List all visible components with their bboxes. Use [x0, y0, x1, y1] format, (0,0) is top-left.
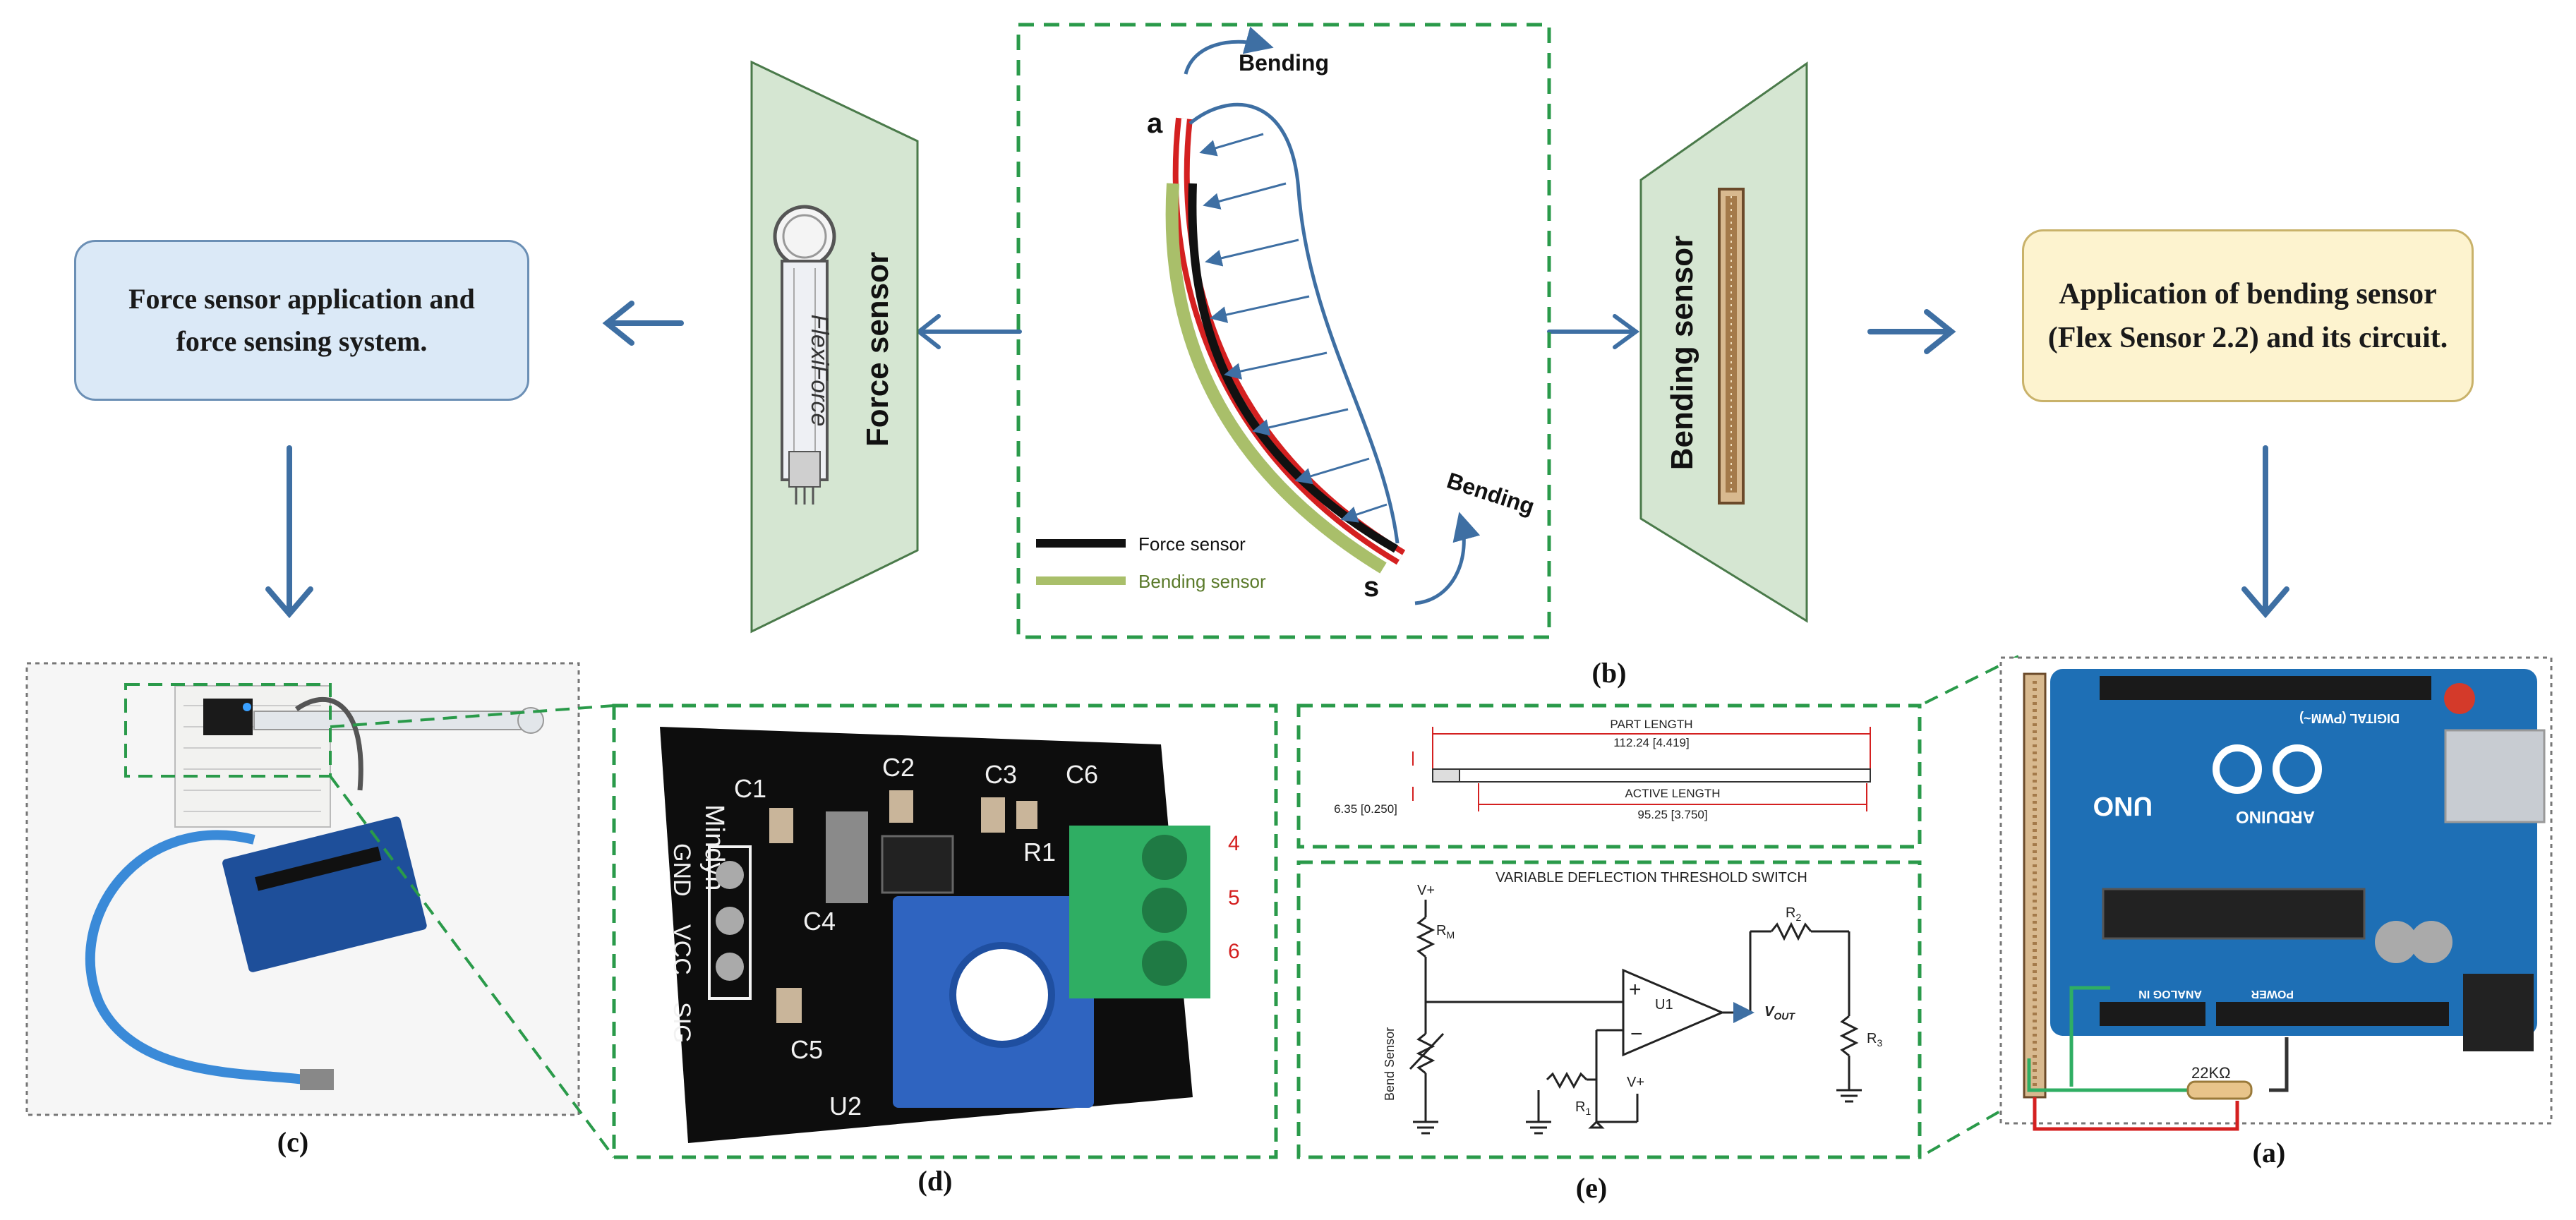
- arduino-logo: [2213, 744, 2322, 794]
- caption-d: (d): [917, 1165, 953, 1197]
- power-label: POWER: [2251, 988, 2294, 1000]
- component-label-u2: U2: [829, 1092, 862, 1121]
- legend-force-text: Force sensor: [1138, 533, 1246, 555]
- arrow-to-bend-panel-head: [1613, 314, 1640, 349]
- caption-c: (c): [277, 1126, 309, 1158]
- u1-label: U1: [1655, 997, 1673, 1013]
- arrow-down-left-head: [265, 586, 313, 619]
- flex-sensor-outline: [1432, 768, 1871, 783]
- part-length-value: 112.24 [4.419]: [1613, 736, 1689, 749]
- force-sensor-panel: FlexiForce Force sensor: [750, 60, 919, 634]
- reset-button: [2444, 683, 2475, 714]
- terminal-number: 6: [1228, 940, 1240, 963]
- panel-a: UNO ARDUINO DIGITAL (PWM~) ANALOG IN POW…: [1999, 656, 2553, 1131]
- component-label-c6: C6: [1066, 760, 1098, 789]
- flow-arrows: [265, 301, 2289, 619]
- rm-label: RM: [1436, 923, 1455, 941]
- arrow-to-force-box-head: [602, 301, 634, 346]
- flex-sensor-strip-icon: [1718, 188, 1745, 505]
- panel-b-frame: [1016, 23, 1551, 639]
- component-label-c1: C1: [734, 774, 766, 803]
- circuit-title: VARIABLE DEFLECTION THRESHOLD SWITCH: [1495, 870, 1807, 886]
- bending-application-box: Application of bending sensor (Flex Sens…: [2022, 229, 2474, 402]
- callout-lines: [124, 655, 2019, 1159]
- part-length-label: PART LENGTH: [1610, 718, 1692, 731]
- force-sensor-label: Force sensor: [860, 252, 895, 447]
- vplus-top: V+: [1417, 883, 1435, 898]
- flexiforce-text: FlexiForce: [806, 315, 833, 427]
- r3-label: R3: [1867, 1031, 1882, 1049]
- external-flex-sensor: [2023, 672, 2047, 1099]
- bending-application-text: Application of bending sensor (Flex Sens…: [2047, 277, 2448, 354]
- screw-terminal: [1069, 826, 1210, 998]
- bending-label-bottom: Bending: [1444, 467, 1538, 519]
- panel-c-photo: [25, 662, 580, 1116]
- pressure-profile-curve: [1188, 103, 1400, 544]
- arrow-to-bend-box-head: [1924, 309, 1956, 354]
- digital-label: DIGITAL (PWM~): [2299, 711, 2400, 725]
- plus-sign: +: [1629, 978, 1642, 1001]
- force-application-text: Force sensor application and force sensi…: [128, 283, 475, 357]
- vplus-bottom: V+: [1627, 1075, 1644, 1090]
- component-label-c2: C2: [882, 753, 915, 782]
- point-s-label: s: [1364, 572, 1379, 603]
- bend-sensor-label: Bend Sensor: [1383, 1027, 1397, 1101]
- width-value: 6.35 [0.250]: [1334, 802, 1397, 816]
- smd-parts: [769, 790, 1037, 1023]
- bending-sensor-panel: Bending sensor: [1639, 61, 1808, 623]
- terminal-number: 5: [1228, 886, 1240, 910]
- component-label-c3: C3: [985, 760, 1017, 789]
- usb-cable: [85, 830, 304, 1085]
- terminal-number: 4: [1228, 832, 1240, 855]
- resistor-22k: [2186, 1080, 2253, 1100]
- wires: [2027, 986, 2289, 1131]
- minus-sign: −: [1630, 1022, 1643, 1046]
- panel-e: VARIABLE DEFLECTION THRESHOLD SWITCH: [1296, 860, 1922, 1159]
- pin-labels: GND VCC SIG: [668, 843, 695, 1044]
- panel-dimension-drawing: PART LENGTH 112.24 [4.419] ACTIVE LENGTH…: [1296, 703, 1922, 849]
- component-label-c4: C4: [803, 907, 836, 936]
- vout-label: VOUT: [1764, 1004, 1795, 1022]
- force-application-box: Force sensor application and force sensi…: [74, 240, 529, 401]
- caption-a: (a): [2252, 1137, 2286, 1168]
- uno-label: UNO: [2093, 791, 2153, 821]
- arrow-to-force-panel-head: [915, 314, 941, 349]
- component-label-c5: C5: [790, 1035, 823, 1064]
- flexiforce-strip: [253, 711, 523, 730]
- pressure-arrows: [1199, 133, 1388, 523]
- bending-sensor-label: Bending sensor: [1665, 236, 1699, 471]
- caption-e: (e): [1575, 1172, 1608, 1204]
- panel-b: Bending Bending a s Force sensor Bending…: [1016, 23, 1551, 639]
- bending-arrow-top: [1184, 26, 1274, 75]
- component-label-r1: R1: [1023, 838, 1056, 866]
- r2-label: R2: [1786, 905, 1801, 923]
- panel-d: Mindyn C1 C2 C3 C4 C5 C6 R1 U1 U2 GND VC…: [612, 703, 1278, 1159]
- potentiometer: [893, 896, 1094, 1108]
- bending-arrow-bottom: [1414, 512, 1481, 605]
- flexiforce-sensor-icon: FlexiForce: [773, 205, 836, 505]
- r1-label: R1: [1575, 1099, 1591, 1117]
- pin-label-gnd: GND: [668, 843, 695, 897]
- arduino-label: ARDUINO: [2236, 807, 2315, 826]
- bending-label-top: Bending: [1239, 50, 1329, 76]
- active-length-value: 95.25 [3.750]: [1637, 808, 1707, 821]
- analog-label: ANALOG IN: [2138, 988, 2202, 1000]
- point-a-label: a: [1147, 108, 1163, 139]
- arrow-down-right-head: [2241, 586, 2289, 619]
- terminal-numbers: 4 5 6: [1228, 832, 1240, 963]
- pin-header: [708, 845, 752, 1000]
- resistor-label: 22KΩ: [2191, 1064, 2231, 1082]
- pin-label-sig: SIG: [668, 1002, 695, 1044]
- pin-label-vcc: VCC: [668, 924, 695, 975]
- active-length-label: ACTIVE LENGTH: [1625, 787, 1720, 800]
- caption-b: (b): [1591, 657, 1627, 689]
- legend-bending-text: Bending sensor: [1138, 571, 1266, 592]
